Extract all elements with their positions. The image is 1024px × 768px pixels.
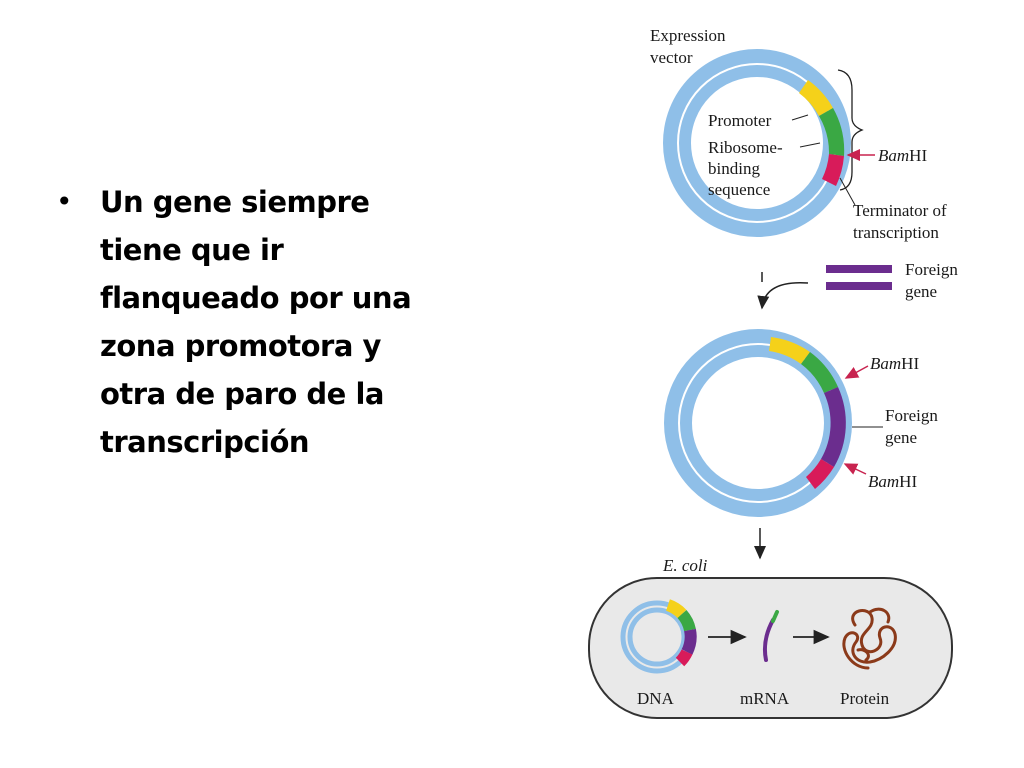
terminator-leader — [839, 177, 856, 206]
promoter-segment — [799, 80, 833, 116]
mini-terminator — [675, 649, 693, 667]
label-rbs-3: sequence — [708, 180, 770, 199]
mini-promoter — [665, 599, 687, 619]
label-protein: Protein — [840, 689, 890, 708]
label-bamhi-1: BamHI — [878, 146, 927, 165]
label-foreign-gene-top-1: Foreign — [905, 260, 958, 279]
label-mrna: mRNA — [740, 689, 790, 708]
label-expression-vector-1: Expression — [650, 26, 726, 45]
label-bamhi-3: BamHI — [868, 472, 917, 491]
label-foreign-gene-2: gene — [885, 428, 917, 447]
rbs-segment — [819, 108, 845, 156]
label-rbs-1: Ribosome- — [708, 138, 783, 157]
label-ecoli: E. coli — [662, 556, 708, 575]
foreign-gene-strand-1 — [826, 265, 892, 273]
bullet-point: • Un gene siempre tiene que ir flanquead… — [56, 178, 476, 466]
region-brace — [837, 69, 864, 191]
label-rbs-2: binding — [708, 159, 760, 178]
rbs-segment-2 — [801, 352, 838, 393]
label-foreign-gene-top-2: gene — [905, 282, 937, 301]
expression-vector-plasmid — [663, 49, 851, 237]
label-dna: DNA — [637, 689, 675, 708]
terminator-segment-2 — [806, 459, 834, 489]
bullet-marker: • — [56, 185, 73, 218]
mini-foreign-gene — [681, 628, 697, 655]
plasmid2-inner-ring — [680, 345, 836, 501]
mrna-rbs-part — [771, 610, 779, 623]
bamhi-arrow-2 — [844, 365, 869, 379]
insertion-arrow — [757, 281, 809, 310]
mini-plasmid-inner — [627, 607, 687, 667]
mrna-strand — [762, 618, 775, 662]
rbs-leader — [799, 142, 821, 148]
label-expression-vector-2: vector — [650, 48, 693, 67]
label-foreign-gene-1: Foreign — [885, 406, 938, 425]
foreign-gene-segment — [821, 387, 846, 467]
terminator-segment — [822, 154, 844, 186]
recombinant-plasmid — [664, 329, 852, 517]
bamhi-arrow-3 — [843, 463, 867, 475]
promoter-segment-2 — [769, 337, 810, 364]
label-terminator-1: Terminator of — [853, 201, 947, 220]
label-bamhi-2: BamHI — [870, 354, 919, 373]
label-terminator-2: transcription — [853, 223, 939, 242]
bullet-text: Un gene siempre tiene que ir flanqueado … — [100, 185, 412, 459]
promoter-leader — [791, 114, 809, 121]
mini-plasmid — [620, 599, 697, 674]
plasmid-outer-ring — [663, 49, 851, 237]
foreign-gene-strand-2 — [826, 282, 892, 290]
protein-shape — [842, 607, 897, 670]
label-promoter: Promoter — [708, 111, 772, 130]
mini-rbs — [677, 610, 696, 632]
